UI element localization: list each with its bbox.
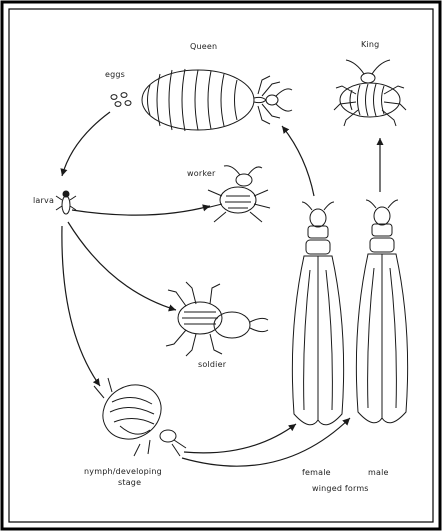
winged-female-illustration	[292, 202, 343, 425]
label-nymph-stage: stage	[118, 478, 141, 487]
label-larva: larva	[33, 196, 54, 205]
label-winged-forms: winged forms	[312, 484, 369, 493]
arrow-female-to-queen	[282, 126, 314, 196]
arrow-larva-to-worker	[72, 206, 210, 215]
label-king: King	[361, 40, 379, 49]
label-nymph: nymph/developing	[84, 467, 162, 476]
label-male: male	[368, 468, 389, 477]
inner-frame	[9, 9, 433, 522]
label-female: female	[302, 468, 331, 477]
arrow-eggs-to-larva	[62, 112, 110, 176]
queen-illustration	[142, 69, 292, 131]
soldier-illustration	[166, 282, 268, 356]
eggs-illustration	[111, 93, 131, 107]
label-eggs: eggs	[105, 70, 125, 79]
nymph-illustration	[93, 374, 186, 456]
arrow-nymph-to-female	[184, 424, 296, 453]
king-illustration	[334, 60, 406, 126]
label-queen: Queen	[190, 42, 217, 51]
label-worker: worker	[187, 169, 216, 178]
label-soldier: soldier	[198, 360, 226, 369]
lifecycle-arrows	[62, 112, 380, 466]
winged-male-illustration	[356, 200, 407, 423]
arrow-larva-to-nymph	[62, 226, 100, 386]
arrow-larva-to-soldier	[68, 222, 176, 310]
